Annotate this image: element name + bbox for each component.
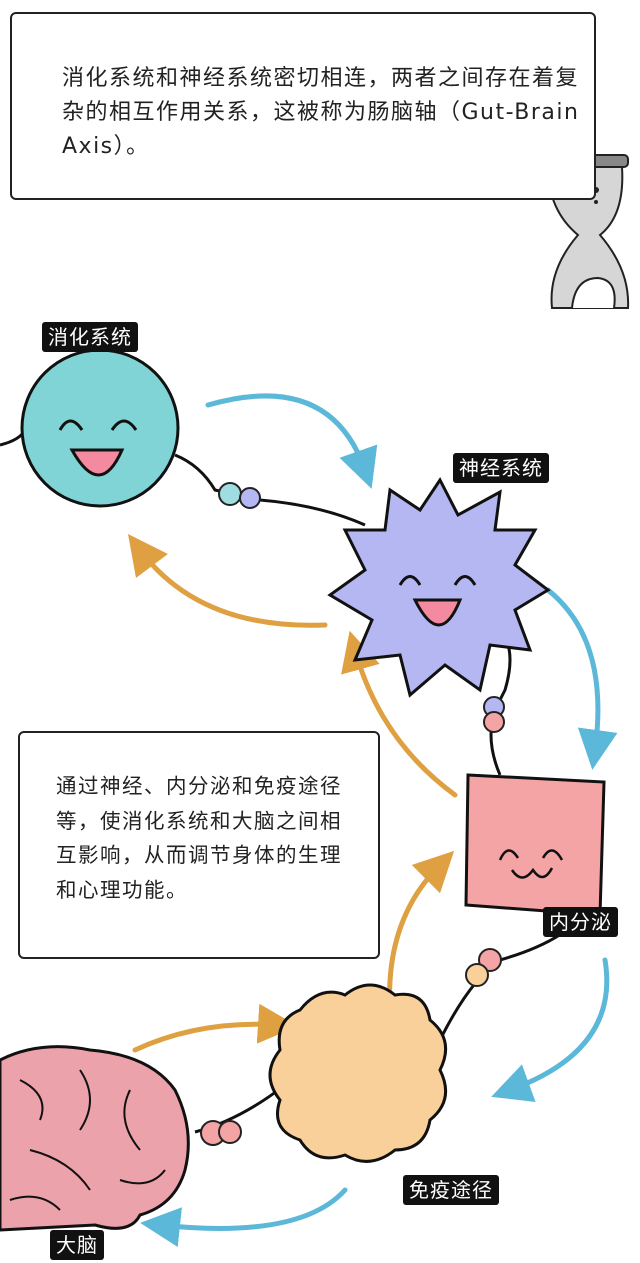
label-brain: 大脑 [50, 1230, 104, 1260]
detail-text: 通过神经、内分泌和免疫途径等，使消化系统和大脑之间相互影响，从而调节身体的生理和… [56, 774, 342, 902]
label-digestive-system: 消化系统 [42, 322, 138, 352]
label-endocrine: 内分泌 [543, 907, 618, 937]
label-nervous-system: 神经系统 [453, 453, 549, 483]
endocrine-character [464, 773, 606, 917]
label-immune: 免疫途径 [403, 1175, 499, 1205]
intro-text-box: 消化系统和神经系统密切相连，两者之间存在着复杂的相互作用关系，这被称为肠脑轴（G… [10, 12, 596, 200]
brain-character [0, 1045, 190, 1232]
nervous-system-character [327, 477, 551, 698]
hourglass-character [539, 154, 630, 309]
intro-text: 消化系统和神经系统密切相连，两者之间存在着复杂的相互作用关系，这被称为肠脑轴（G… [62, 66, 580, 159]
immune-character [268, 983, 448, 1163]
detail-text-box: 通过神经、内分泌和免疫途径等，使消化系统和大脑之间相互影响，从而调节身体的生理和… [18, 731, 380, 959]
digestive-system-character [20, 348, 180, 508]
